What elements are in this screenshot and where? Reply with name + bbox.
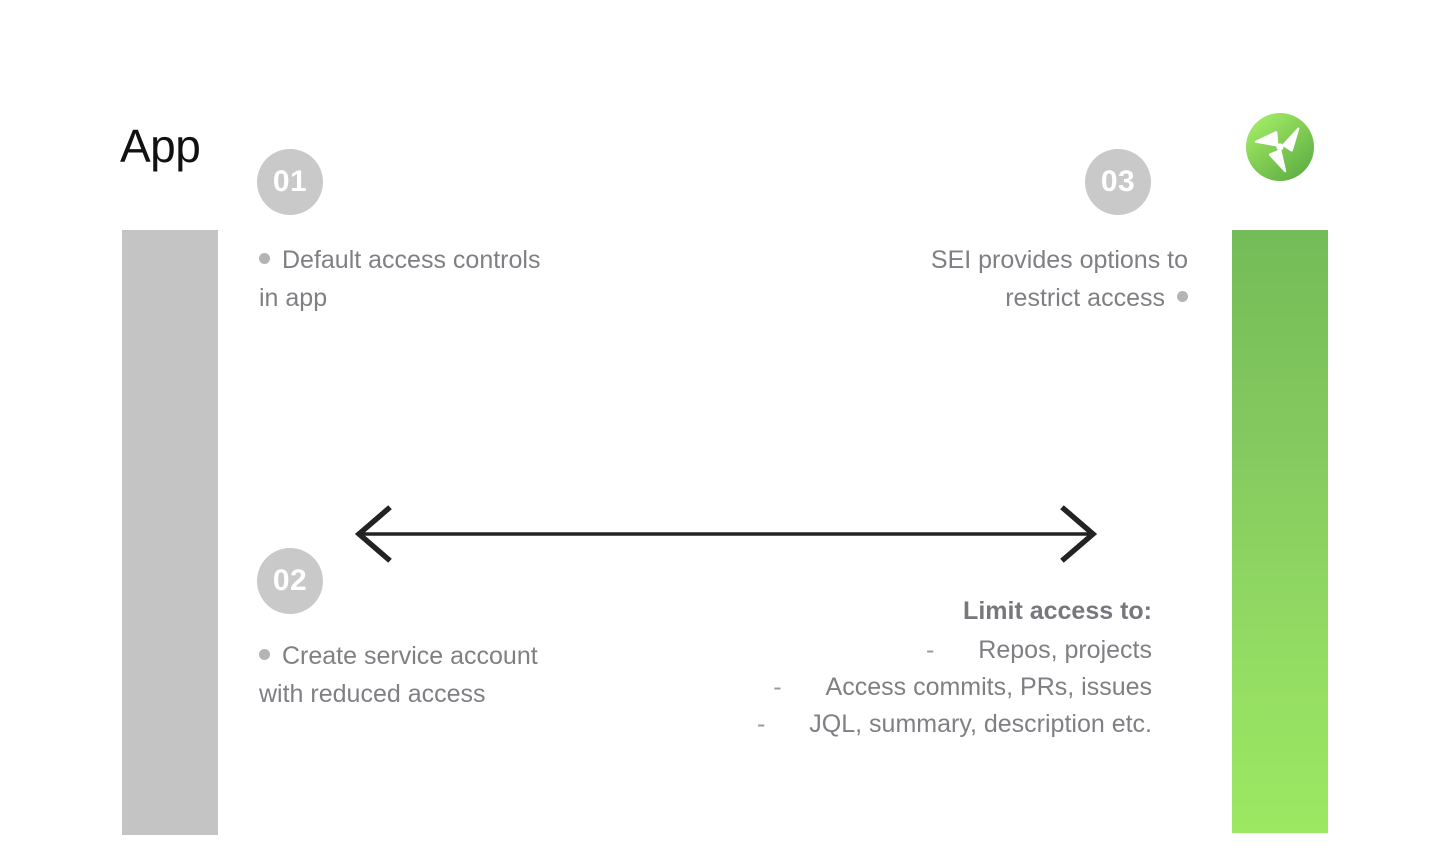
limit-access-item-text: Access commits, PRs, issues [825, 673, 1152, 701]
bullet-dot-icon [1177, 291, 1188, 303]
limit-access-item: - Access commits, PRs, issues [620, 669, 1152, 706]
sei-column-bar [1232, 230, 1328, 833]
note-step-01-text: Default access controls in app [259, 245, 541, 312]
note-step-03: SEI provides options to restrict access [900, 241, 1188, 317]
step-badge-03: 03 [1085, 149, 1151, 215]
bullet-dot-icon [259, 253, 270, 265]
limit-access-item: - JQL, summary, description etc. [620, 706, 1152, 743]
note-step-03-text: SEI provides options to restrict access [930, 245, 1188, 312]
dash-marker: - [925, 636, 935, 664]
limit-access-item: - Repos, projects [620, 632, 1152, 669]
app-column-bar [122, 230, 218, 835]
note-step-02-text: Create service account with reduced acce… [259, 641, 538, 708]
dash-marker: - [756, 710, 766, 738]
limit-access-item-text: Repos, projects [978, 636, 1152, 664]
limit-access-heading: Limit access to: [963, 597, 1152, 625]
bullet-dot-icon [259, 649, 270, 661]
note-step-01: Default access controls in app [259, 241, 559, 317]
note-step-02: Create service account with reduced acce… [259, 637, 559, 713]
propeller-logo-icon [1245, 112, 1315, 182]
step-badge-01: 01 [257, 149, 323, 215]
limit-access-block: Limit access to: - Repos, projects - Acc… [620, 594, 1152, 743]
page-title: App [120, 120, 201, 172]
step-badge-02: 02 [257, 548, 323, 614]
dash-marker: - [773, 673, 782, 701]
bidirectional-arrow-icon [348, 503, 1104, 565]
limit-access-item-text: JQL, summary, description etc. [809, 710, 1152, 738]
